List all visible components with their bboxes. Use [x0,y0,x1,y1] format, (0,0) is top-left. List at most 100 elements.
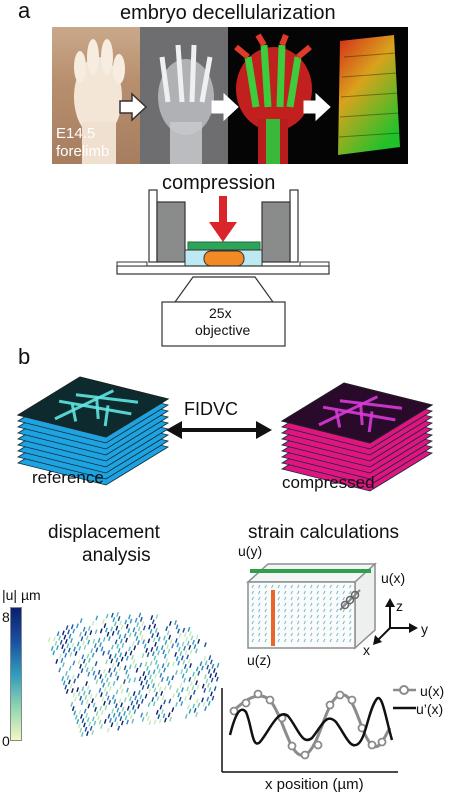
displacement-vector [181,687,184,693]
displacement-vector [196,684,200,690]
displacement-vector [165,658,169,664]
displacement-vector [195,680,198,686]
displacement-vector [193,644,197,650]
displacement-vector [159,704,163,710]
displacement-vector [166,630,170,636]
displacement-vector [81,654,85,660]
displacement-vector [168,698,172,704]
ux-marker [265,695,275,705]
displacement-vector [206,696,210,702]
displacement-vector [174,638,178,644]
displacement-vector [185,668,189,674]
displacement-vector [188,644,192,650]
displacement-vector [151,651,155,657]
displacement-vector [163,635,166,641]
cube-vector [342,632,345,637]
displacement-vector [144,661,148,667]
volume-render-photo [320,27,408,164]
displacement-vector [163,653,167,659]
displacement-vector [128,664,132,670]
displacement-vector [135,699,139,705]
displacement-vector [186,686,190,692]
displacement-vector [183,632,187,638]
displacement-vector [153,655,157,661]
displacement-vector [165,626,169,632]
cube-vector [284,632,287,637]
displacement-vector [74,696,77,702]
displacement-vector [183,677,187,683]
displacement-vector [74,714,78,720]
displacement-vector [154,627,158,633]
displacement-vector [201,665,204,671]
displacement-title-line1: displacement [48,522,160,543]
displacement-vector [133,709,137,715]
displacement-vector [192,671,195,677]
cube-vector [277,608,280,613]
cube-vector [329,596,332,601]
displacement-vector [120,688,124,694]
cube-vector [284,608,287,613]
displacement-vector [113,667,117,673]
cube-vector [316,584,319,589]
cube-vector [316,614,319,619]
compressed-image-stack [280,382,434,492]
cube-vector [310,614,313,619]
displacement-vector [58,635,62,641]
displacement-vector [175,624,179,630]
cube-vector [251,620,254,625]
displacement-vector [131,718,135,724]
cube-vector [323,626,326,631]
displacement-vector [146,684,150,690]
cube-vector [290,602,293,607]
displacement-vector [71,674,75,680]
cube-vector [258,614,261,619]
displacement-vector [95,647,99,653]
displacement-vector [161,708,164,714]
displacement-vector [203,642,207,648]
displacement-vector [140,712,144,718]
displacement-vector [87,671,91,677]
displacement-vector [156,632,160,638]
displacement-vector [74,650,78,656]
cube-vector [336,602,339,607]
displacement-vector [62,680,66,686]
displacement-vector [118,698,122,704]
ux-marker [325,700,335,710]
displacement-vector [143,675,147,681]
cube-vector [303,584,306,589]
cube-vector [342,596,345,601]
displacement-vector [102,668,106,674]
cube-vector [290,608,293,613]
displacement-vector [94,629,98,635]
displacement-vector [85,667,89,673]
displacement-vector [126,673,130,679]
displacement-vector [100,692,103,698]
cube-vector [303,620,306,625]
displacement-vector [58,667,62,673]
displacement-vector [65,625,69,631]
displacement-vector [128,710,132,716]
displacement-vector [208,687,212,693]
cube-vector [264,620,267,625]
cube-vector [349,590,352,595]
displacement-vector [141,716,145,722]
displacement-vector [77,691,81,697]
displacement-vector [175,670,178,676]
fidvc-label: FIDVC [184,399,238,419]
process-arrows [119,92,331,122]
displacement-vector [117,616,121,622]
displacement-vector [160,690,164,696]
displacement-vector [157,714,161,720]
displacement-vector [107,649,111,655]
plot-xlabel: x position (µm) [265,776,364,793]
displacement-vector [163,699,167,705]
cube-vector [264,614,267,619]
displacement-vector [121,642,125,648]
displacement-vector [141,653,145,659]
displacement-vector [91,716,95,722]
cube-vector [258,596,261,601]
cube-vector [316,638,319,643]
displacement-vector [114,639,118,645]
displacement-vector [140,698,144,704]
